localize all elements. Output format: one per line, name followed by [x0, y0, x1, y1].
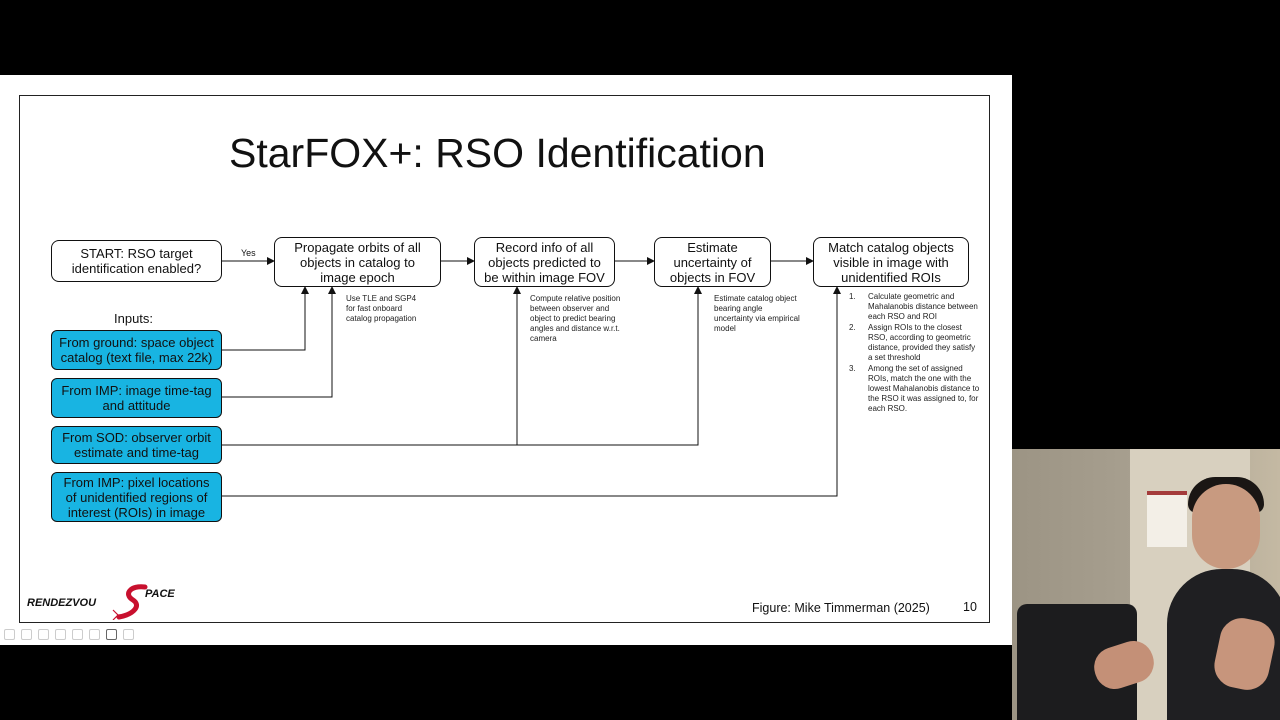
pen-icon[interactable] — [38, 629, 49, 640]
slides-icon[interactable] — [55, 629, 66, 640]
webcam-presenter-feed — [1012, 449, 1280, 720]
input-roi-box: From IMP: pixel locations of unidentifie… — [51, 472, 222, 522]
page-number: 10 — [963, 600, 977, 614]
subtitles-icon[interactable] — [89, 629, 100, 640]
start-decision-box: START: RSO target identification enabled… — [51, 240, 222, 282]
match-step-number: 3. — [849, 364, 856, 374]
slide-title: StarFOX+: RSO Identification — [229, 130, 766, 177]
figure-credit: Figure: Mike Timmerman (2025) — [752, 601, 930, 615]
estimate-note: Estimate catalog object bearing angle un… — [714, 294, 800, 334]
forward-icon[interactable] — [21, 629, 32, 640]
input-attitude-box: From IMP: image time-tag and attitude — [51, 378, 222, 418]
presentation-toolbar — [4, 629, 134, 641]
yes-label: Yes — [241, 248, 256, 258]
propagate-orbits-box: Propagate orbits of all objects in catal… — [274, 237, 441, 287]
zoom-icon[interactable] — [72, 629, 83, 640]
match-step-number: 1. — [849, 292, 856, 302]
rendezvouspace-logo: RENDEZVOU S PACE — [27, 584, 192, 620]
input-catalog-box: From ground: space object catalog (text … — [51, 330, 222, 370]
webcam-presenter-head — [1192, 484, 1260, 569]
match-step-number: 2. — [849, 323, 856, 333]
match-step: 3. Among the set of assigned ROIs, match … — [848, 364, 980, 414]
match-steps-list: 1. Calculate geometric and Mahalanobis di… — [848, 292, 980, 415]
match-step: 2. Assign ROIs to the closest RSO, accord… — [848, 323, 980, 363]
record-info-box: Record info of all objects predicted to … — [474, 237, 615, 287]
connector-attitude-input — [221, 287, 332, 397]
connector-orbit-input — [221, 287, 698, 445]
more-icon[interactable] — [123, 629, 134, 640]
inputs-label: Inputs: — [114, 311, 153, 326]
match-objects-box: Match catalog objects visible in image w… — [813, 237, 969, 287]
propagate-note: Use TLE and SGP4 for fast onboard catalo… — [346, 294, 416, 324]
logo-text-left: RENDEZVOU — [27, 597, 97, 609]
back-icon[interactable] — [4, 629, 15, 640]
camera-icon[interactable] — [106, 629, 117, 640]
input-orbit-box: From SOD: observer orbit estimate and ti… — [51, 426, 222, 464]
logo-big-s: S — [125, 605, 126, 607]
match-step-text: Calculate geometric and Mahalanobis dist… — [868, 292, 978, 321]
match-step-text: Assign ROIs to the closest RSO, accordin… — [868, 323, 975, 362]
webcam-notice — [1147, 491, 1187, 547]
match-step-text: Among the set of assigned ROIs, match th… — [868, 364, 979, 413]
connector-catalog-input — [221, 287, 305, 350]
record-note: Compute relative position between observ… — [530, 294, 620, 344]
match-step: 1. Calculate geometric and Mahalanobis di… — [848, 292, 980, 322]
estimate-uncertainty-box: Estimate uncertainty of objects in FOV — [654, 237, 771, 287]
logo-text-right: PACE — [145, 588, 175, 600]
